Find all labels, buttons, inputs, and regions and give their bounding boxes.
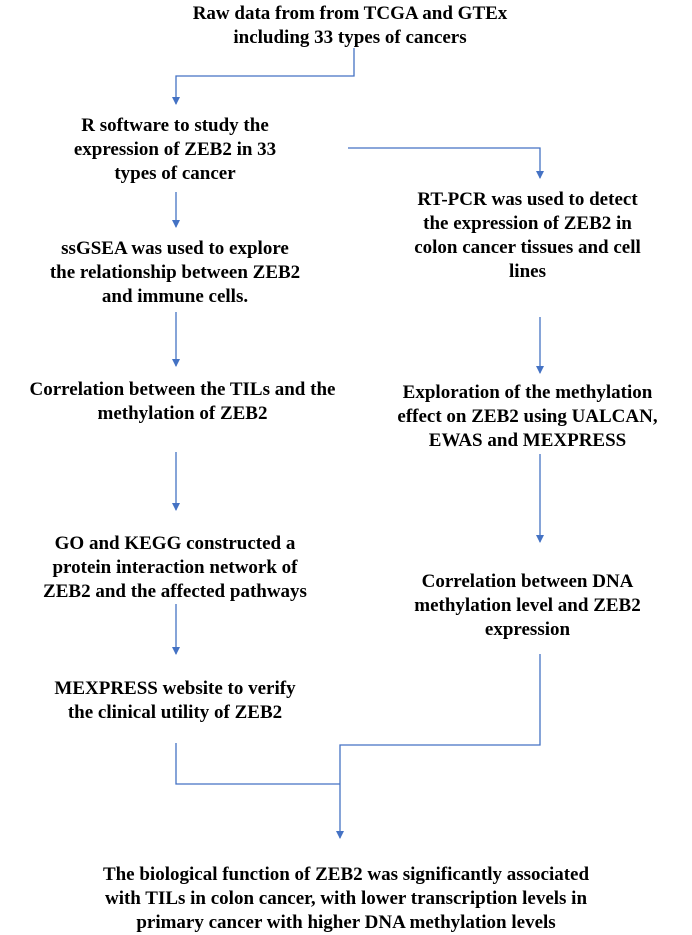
node-go-kegg: GO and KEGG constructed a protein intera…	[43, 533, 307, 602]
connector-mexpress-to-conclusion	[175, 743, 340, 785]
connector-dna-to-conclusion	[336, 654, 541, 839]
node-r-software: R software to study the expression of ZE…	[73, 115, 277, 184]
node-dna-methylation: Correlation between DNA methylation leve…	[414, 571, 641, 640]
node-mexpress: MEXPRESS website to verify the clinical …	[54, 678, 296, 723]
node-tils-correlation: Correlation between the TILs and the met…	[29, 379, 336, 424]
connector-r-to-rtpcr	[348, 147, 544, 179]
node-ssgsea: ssGSEA was used to explore the relations…	[49, 238, 301, 307]
connector-raw-to-r	[172, 48, 355, 105]
node-rt-pcr: RT-PCR was used to detect the expression…	[414, 189, 641, 282]
node-raw-data: Raw data from from TCGA and GTEx includi…	[192, 3, 508, 48]
node-methylation-exploration: Exploration of the methylation effect on…	[397, 382, 658, 451]
node-conclusion: The biological function of ZEB2 was sign…	[102, 864, 590, 933]
